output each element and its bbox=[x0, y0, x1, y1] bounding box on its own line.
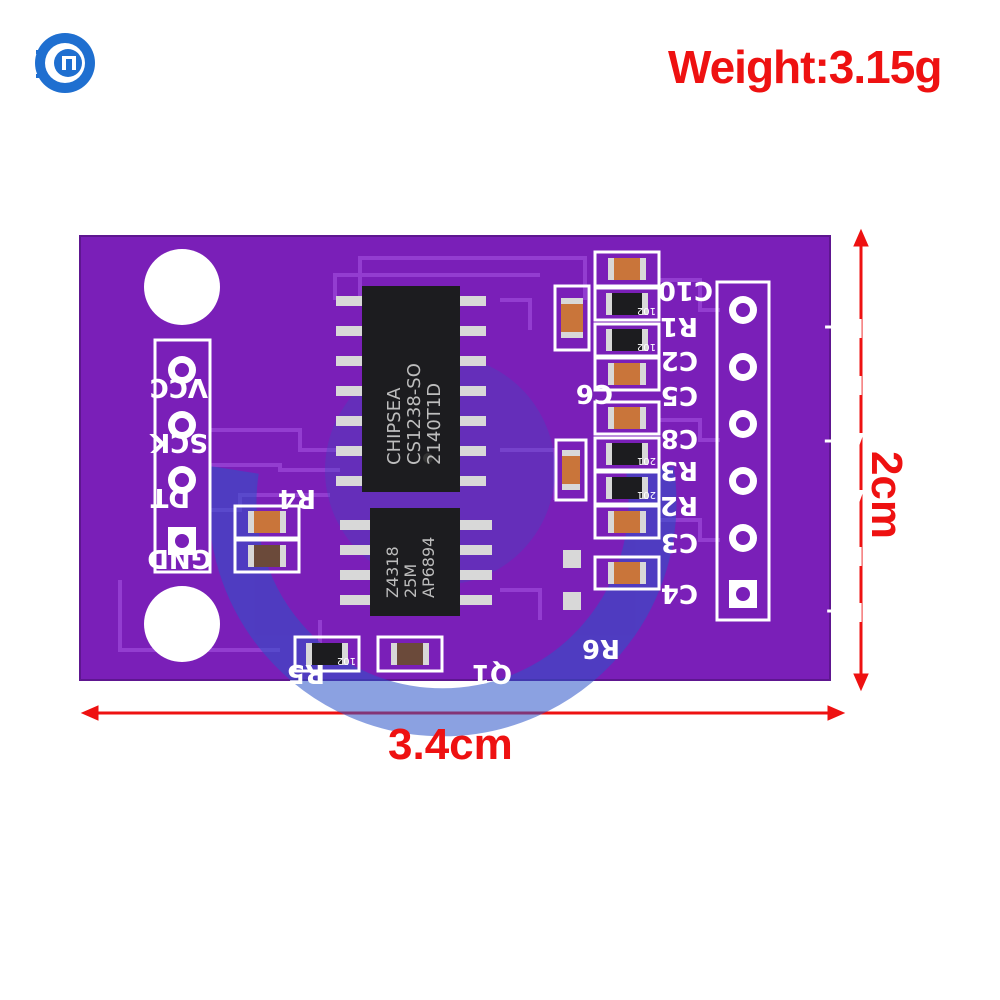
pin-label-e-plus: E+ bbox=[824, 596, 864, 626]
svg-text:CS1238-SO: CS1238-SO bbox=[404, 363, 425, 465]
pin-label-dt: DT bbox=[150, 482, 190, 512]
silk-label-c4: C4 bbox=[661, 578, 698, 608]
left-pin-labels: VCC SCK DT GND bbox=[147, 372, 212, 573]
regulator-chip bbox=[340, 508, 492, 616]
mounting-hole-top bbox=[144, 249, 220, 325]
height-dimension-label: 2cm bbox=[862, 450, 912, 540]
silk-label-c5: C5 bbox=[661, 380, 698, 410]
svg-text:201: 201 bbox=[637, 489, 656, 500]
regulator-chip-marking: Z4318 25M AP6894 bbox=[383, 537, 438, 598]
silk-label-c2: C2 bbox=[661, 345, 698, 375]
width-dimension-label: 3.4cm bbox=[388, 720, 513, 769]
pin-label-a-minus: A- bbox=[833, 483, 864, 513]
svg-text:AP6894: AP6894 bbox=[419, 537, 438, 598]
silk-label-r6: R6 bbox=[582, 633, 620, 663]
silk-label-r3: R3 bbox=[660, 455, 698, 485]
pin-label-b-plus: B+ bbox=[822, 312, 864, 342]
weight-label: Weight:3.15g bbox=[668, 41, 942, 93]
silk-label-c3: C3 bbox=[661, 527, 698, 557]
brand-logo bbox=[35, 33, 95, 93]
silk-label-r4: R4 bbox=[278, 483, 316, 513]
resistor-codes: 102 102 201 201 102 bbox=[337, 305, 656, 666]
pin-label-e-minus: E- bbox=[835, 540, 864, 570]
right-pin-labels: B+ B- A+ A- E- E+ bbox=[822, 312, 864, 626]
svg-text:Z4318: Z4318 bbox=[383, 546, 402, 598]
pin-label-gnd: GND bbox=[147, 543, 212, 573]
silk-label-q1: Q1 bbox=[472, 658, 512, 688]
silk-label-r2: R2 bbox=[660, 490, 698, 520]
silk-label-r5: R5 bbox=[287, 658, 325, 688]
silk-label-r1: R1 bbox=[660, 311, 698, 341]
svg-text:201: 201 bbox=[637, 455, 656, 466]
silk-label-c6: C6 bbox=[576, 378, 613, 408]
svg-text:25M: 25M bbox=[401, 564, 420, 598]
svg-text:102: 102 bbox=[337, 655, 356, 666]
svg-text:CHIPSEA: CHIPSEA bbox=[384, 387, 405, 465]
main-chip-marking: CHIPSEA CS1238-SO 2140T1D bbox=[384, 363, 445, 465]
left-header-pads bbox=[168, 356, 196, 555]
pin-label-vcc: VCC bbox=[150, 372, 208, 402]
pin-label-sck: SCK bbox=[149, 427, 208, 457]
svg-text:2140T1D: 2140T1D bbox=[424, 383, 445, 465]
pin-label-b-minus: B- bbox=[833, 369, 864, 399]
silkscreen-labels: C10 R1 R2 R3 C2 C3 C4 C5 C6 C8 R4 R5 R6 … bbox=[278, 275, 713, 688]
silk-label-c8: C8 bbox=[661, 423, 698, 453]
svg-text:102: 102 bbox=[637, 341, 656, 352]
svg-text:102: 102 bbox=[637, 305, 656, 316]
silk-label-c10: C10 bbox=[658, 275, 713, 305]
left-header-outline bbox=[153, 338, 212, 574]
right-header-outline bbox=[715, 280, 771, 622]
height-dimension-arrow bbox=[853, 228, 869, 692]
mounting-hole-bottom bbox=[144, 586, 220, 662]
passive-components bbox=[233, 250, 661, 673]
main-chip bbox=[336, 286, 486, 492]
right-header-pads bbox=[729, 296, 757, 608]
pin-label-a-plus: A+ bbox=[822, 426, 864, 456]
